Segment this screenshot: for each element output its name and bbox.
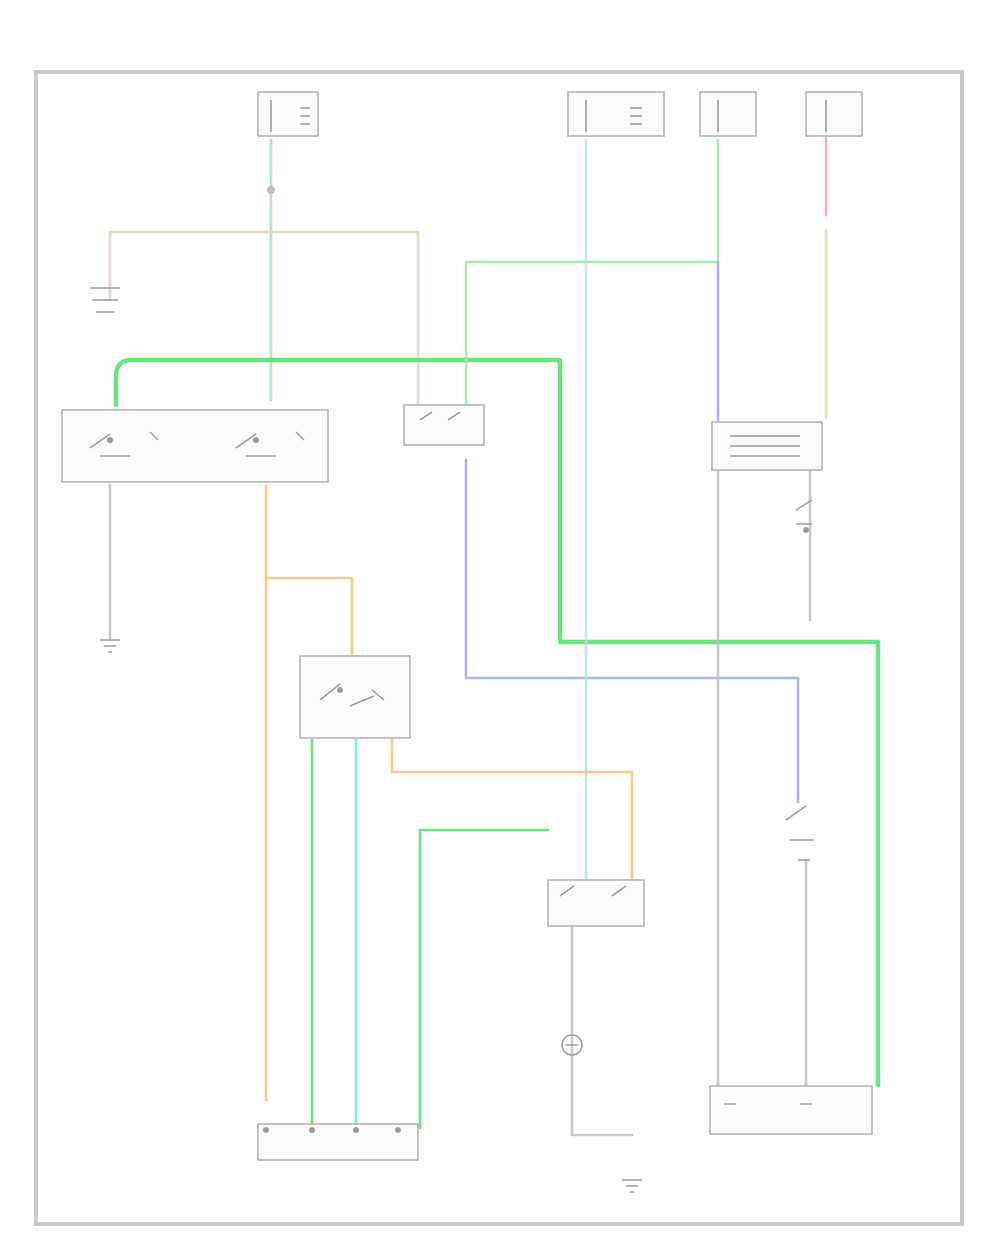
- splice-left: [90, 186, 275, 313]
- fuse-block-1: [257, 91, 319, 137]
- right-relay-module: [711, 421, 823, 471]
- fuse-block-3: [699, 91, 757, 137]
- right-switch: [795, 499, 813, 533]
- fuse-block-2: [567, 91, 665, 137]
- wiper-switch: [299, 655, 411, 739]
- wire-orange-lower: [390, 733, 634, 882]
- diagram-border: [34, 70, 964, 1226]
- wire-orange-loop: [264, 576, 354, 662]
- intermittent-control-module: [709, 1085, 873, 1135]
- ground-bottom: [622, 1179, 642, 1193]
- wire-blue-cross: [464, 458, 800, 804]
- ground-left: [100, 639, 120, 653]
- wire-green-motor-b: [418, 828, 550, 1130]
- fuse-block-4: [805, 91, 863, 137]
- wires: [108, 136, 881, 1137]
- components: [61, 91, 873, 1193]
- wire-green-bus: [113, 357, 881, 1088]
- wiper-motor-connector: [257, 1123, 419, 1161]
- wire-tan-loop: [108, 230, 420, 412]
- lower-relay: [547, 879, 645, 927]
- washer-switch: [785, 805, 814, 861]
- center-relay: [403, 404, 485, 446]
- combination-switch: [61, 409, 329, 483]
- wire-feed-mid: [464, 138, 720, 407]
- washer-motor: [561, 1034, 583, 1056]
- wire-gray-lower: [570, 923, 634, 1137]
